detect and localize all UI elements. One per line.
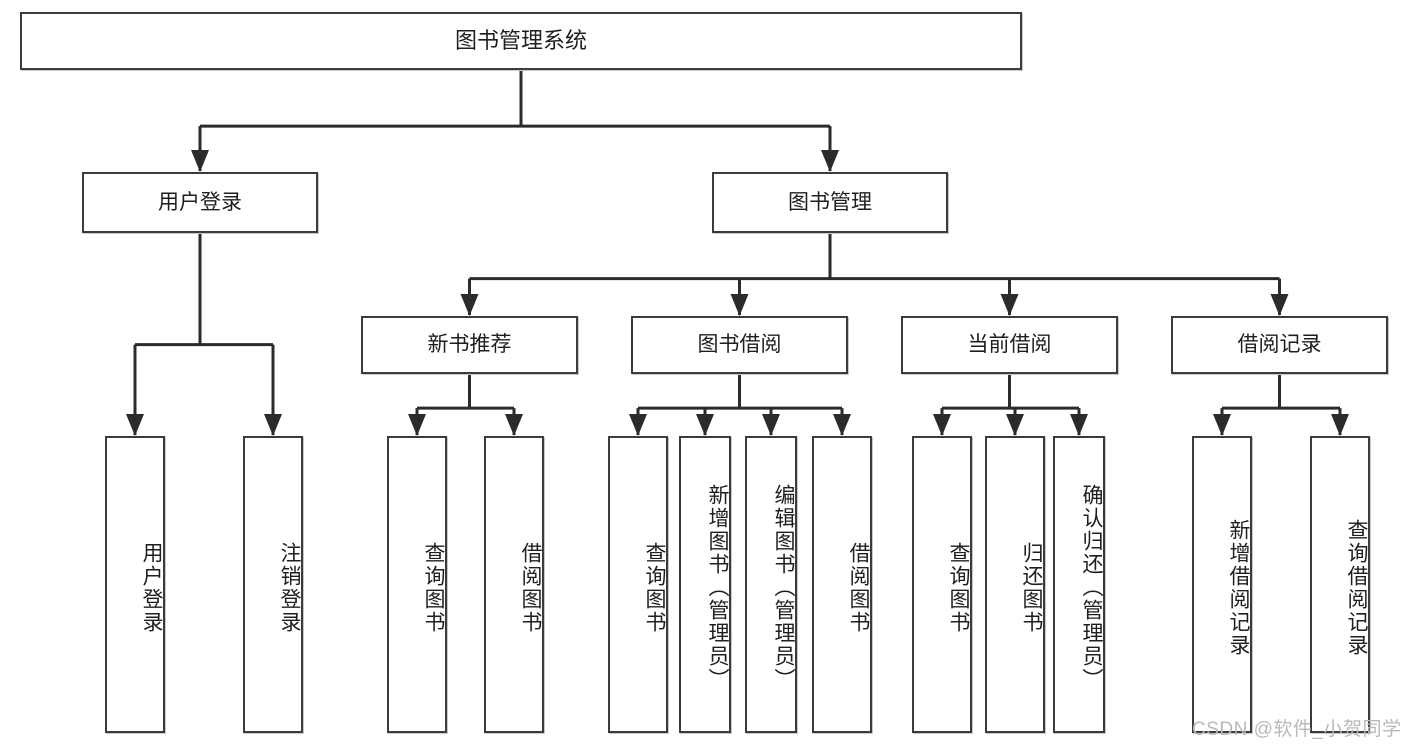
node-leaf-logout[interactable]: 注销登录 bbox=[243, 436, 303, 733]
edge-arrowhead bbox=[264, 414, 282, 436]
node-current-borrow[interactable]: 当前借阅 bbox=[901, 316, 1118, 374]
edge-arrowhead bbox=[730, 294, 749, 316]
edge-arrowhead bbox=[629, 414, 647, 436]
edge-arrowhead bbox=[191, 150, 209, 172]
node-leaf-edit-book-admin[interactable]: 编辑图书（管理员） bbox=[745, 436, 797, 733]
edge-arrowhead bbox=[933, 414, 951, 436]
node-label: 借阅图书 bbox=[847, 541, 870, 634]
watermark-text: CSDN @软件_小贺同学 bbox=[1192, 719, 1402, 740]
edge-arrowhead bbox=[1331, 414, 1349, 436]
node-borrow-record[interactable]: 借阅记录 bbox=[1171, 316, 1388, 374]
node-book-manage[interactable]: 图书管理 bbox=[712, 172, 948, 233]
edge-arrowhead bbox=[1213, 414, 1231, 436]
node-label: 编辑图书（管理员） bbox=[772, 484, 795, 691]
node-label: 确认归还（管理员） bbox=[1080, 484, 1103, 691]
node-label: 用户登录 bbox=[140, 541, 163, 634]
node-book-borrow[interactable]: 图书借阅 bbox=[631, 316, 848, 374]
node-leaf-add-record[interactable]: 新增借阅记录 bbox=[1192, 436, 1252, 733]
edge-arrowhead bbox=[1270, 294, 1289, 316]
node-root[interactable]: 图书管理系统 bbox=[20, 12, 1022, 70]
node-label: 借阅记录 bbox=[1237, 333, 1322, 357]
node-leaf-query-record[interactable]: 查询借阅记录 bbox=[1310, 436, 1370, 733]
edge-arrowhead bbox=[1000, 294, 1019, 316]
node-leaf-borrow-book-2[interactable]: 借阅图书 bbox=[812, 436, 872, 733]
edge-arrowhead bbox=[505, 414, 523, 436]
node-leaf-query-book-2[interactable]: 查询图书 bbox=[608, 436, 668, 733]
node-leaf-confirm-return[interactable]: 确认归还（管理员） bbox=[1053, 436, 1105, 733]
node-label: 图书管理 bbox=[788, 190, 872, 214]
edge-arrowhead bbox=[126, 414, 144, 436]
node-label: 查询图书 bbox=[422, 541, 445, 634]
node-leaf-query-book-3[interactable]: 查询图书 bbox=[912, 436, 972, 733]
node-label: 归还图书 bbox=[1020, 541, 1043, 634]
edge-arrowhead bbox=[821, 150, 839, 172]
edge-arrowhead bbox=[460, 294, 479, 316]
node-leaf-add-book-admin[interactable]: 新增图书（管理员） bbox=[679, 436, 731, 733]
node-label: 查询图书 bbox=[643, 541, 666, 634]
node-user-login[interactable]: 用户登录 bbox=[82, 172, 318, 233]
node-label: 新增图书（管理员） bbox=[706, 484, 729, 691]
node-label: 图书借阅 bbox=[697, 333, 782, 357]
node-leaf-user-login[interactable]: 用户登录 bbox=[105, 436, 165, 733]
edge-arrowhead bbox=[696, 414, 714, 436]
node-label: 用户登录 bbox=[158, 190, 242, 214]
node-label: 查询图书 bbox=[947, 541, 970, 634]
edge-arrowhead bbox=[1006, 414, 1024, 436]
node-label: 新增借阅记录 bbox=[1227, 518, 1250, 657]
node-label: 图书管理系统 bbox=[454, 27, 587, 53]
node-new-book-rec[interactable]: 新书推荐 bbox=[361, 316, 578, 374]
node-label: 新书推荐 bbox=[427, 333, 512, 357]
node-leaf-query-book-1[interactable]: 查询图书 bbox=[387, 436, 447, 733]
edge-arrowhead bbox=[762, 414, 780, 436]
node-leaf-return-book[interactable]: 归还图书 bbox=[985, 436, 1045, 733]
edge-arrowhead bbox=[1070, 414, 1088, 436]
node-label: 注销登录 bbox=[278, 541, 301, 634]
edge-arrowhead bbox=[408, 414, 426, 436]
node-label: 查询借阅记录 bbox=[1345, 518, 1368, 657]
edge-arrowhead bbox=[833, 414, 851, 436]
node-label: 借阅图书 bbox=[519, 541, 542, 634]
node-leaf-borrow-book-1[interactable]: 借阅图书 bbox=[484, 436, 544, 733]
node-label: 当前借阅 bbox=[967, 333, 1052, 357]
